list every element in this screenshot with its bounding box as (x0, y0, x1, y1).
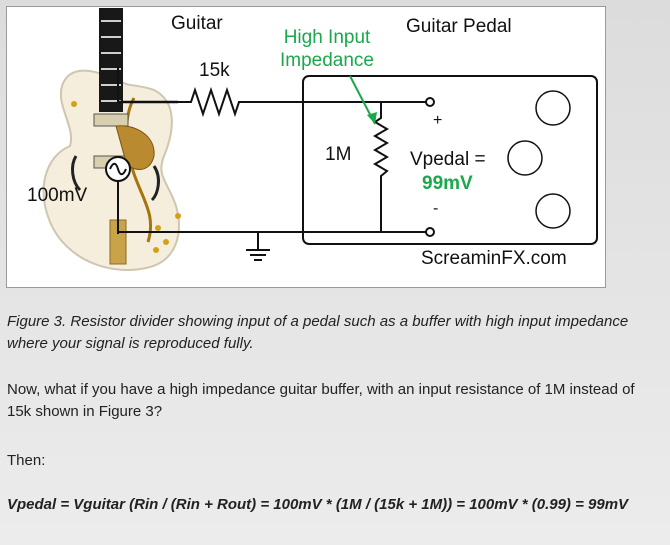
pedal-knob-icon (535, 193, 571, 229)
circuit-figure: Guitar Guitar Pedal High Input Impedance… (6, 6, 606, 288)
figure-caption: Figure 3. Resistor divider showing input… (7, 313, 629, 352)
minus-label: - (433, 200, 438, 217)
source-voltage-label: 100mV (27, 185, 88, 206)
terminal-plus (425, 97, 435, 107)
pedal-knob-icon (535, 90, 571, 126)
high-input-label-line1: High Input (284, 27, 371, 48)
pedal-knob-icon (507, 140, 543, 176)
then-label: Then: (7, 452, 46, 469)
rin-label: 1M (325, 144, 351, 165)
vpedal-value: 99mV (422, 173, 473, 194)
circuit-wires (117, 66, 598, 261)
vpedal-label: Vpedal = (410, 149, 486, 170)
question-paragraph: Now, what if you have a high impedance g… (7, 381, 635, 420)
high-input-label-line2: Impedance (280, 50, 374, 71)
site-label: ScreaminFX.com (421, 248, 567, 269)
rout-label: 15k (199, 60, 230, 81)
guitar-label: Guitar (171, 13, 223, 34)
pedal-label: Guitar Pedal (406, 16, 512, 37)
plus-label: + (433, 112, 442, 129)
formula-paragraph: Vpedal = Vguitar (Rin / (Rin + Rout) = 1… (7, 496, 629, 513)
terminal-minus (425, 227, 435, 237)
